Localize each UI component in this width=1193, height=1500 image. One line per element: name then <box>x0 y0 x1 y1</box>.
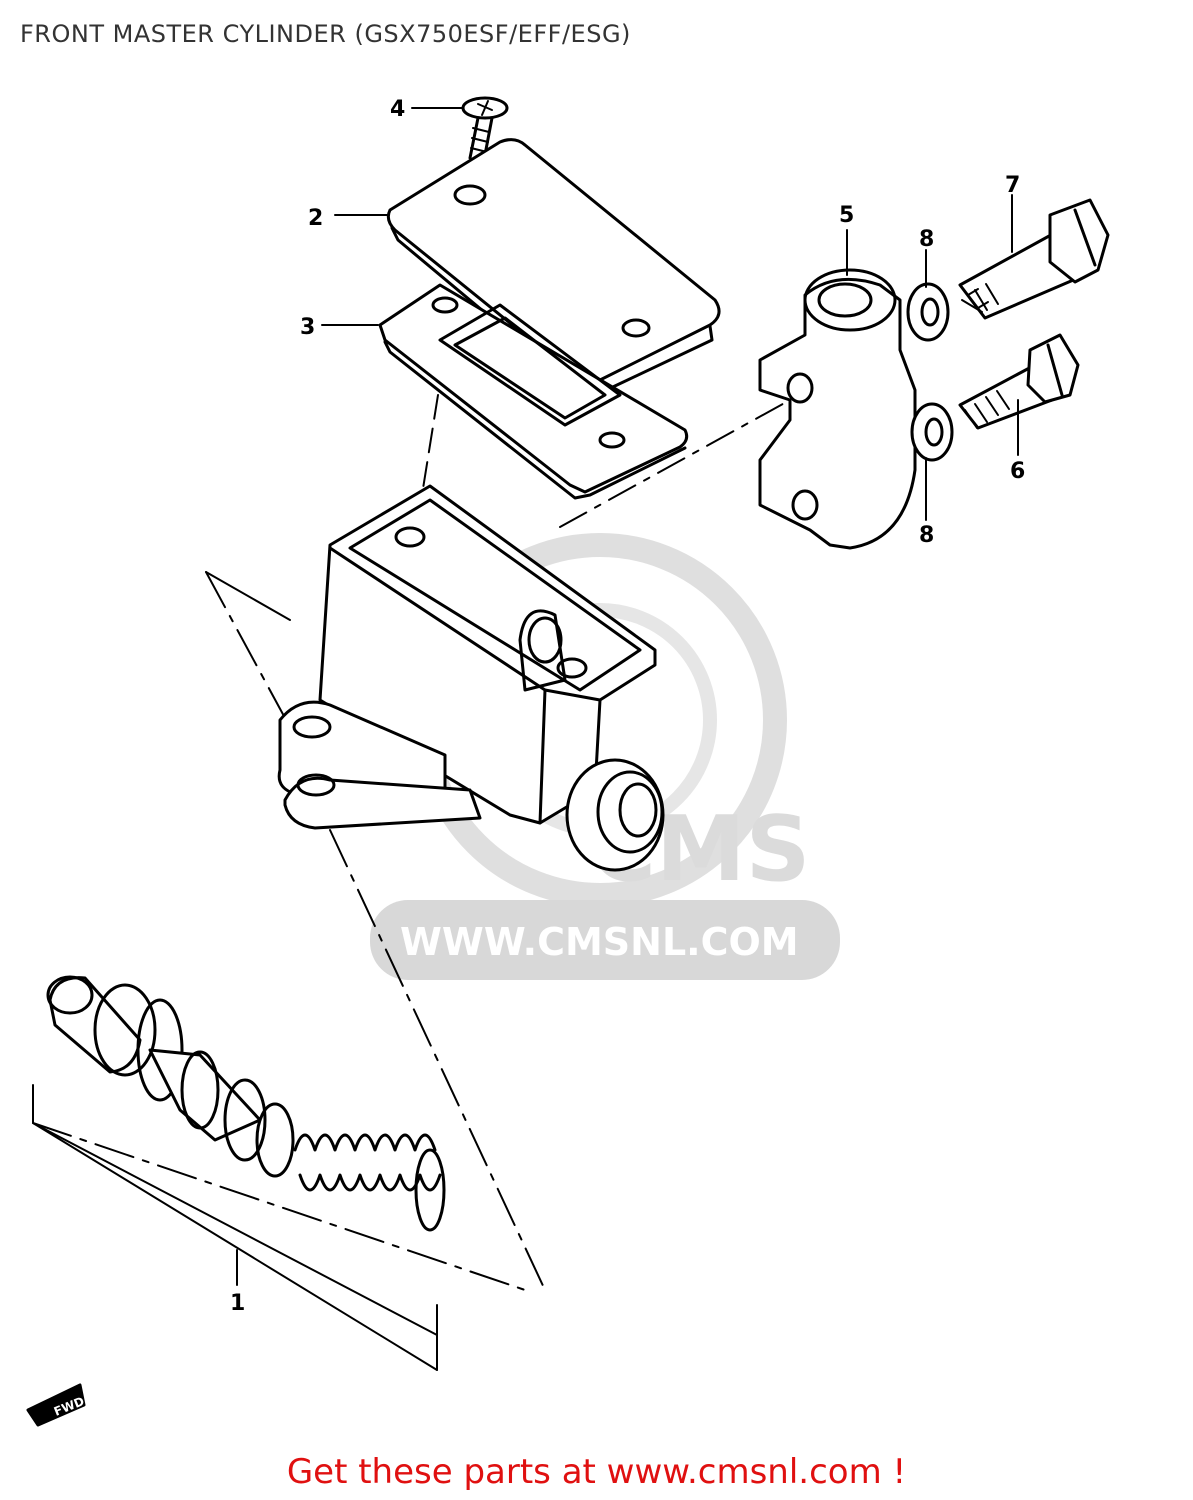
washer-8-bottom <box>910 402 954 462</box>
diaphragm-plate-3 <box>378 283 689 500</box>
washer-8-top <box>906 282 950 342</box>
callout-4: 4 <box>390 97 405 122</box>
callout-1: 1 <box>230 1291 245 1316</box>
footer-link[interactable]: Get these parts at www.cmsnl.com ! <box>286 1452 907 1492</box>
fwd-arrow-icon <box>26 1383 86 1427</box>
handlebar-clamp-5 <box>758 268 917 550</box>
page-title: FRONT MASTER CYLINDER (GSX750ESF/EFF/ESG… <box>20 20 631 48</box>
callout-3: 3 <box>300 315 315 340</box>
leader-lines <box>321 107 1019 521</box>
callout-8-top: 8 <box>919 227 934 252</box>
part-1-bracket <box>32 1084 438 1371</box>
alignment-lines <box>32 394 791 1291</box>
callout-2: 2 <box>308 206 323 231</box>
callout-7: 7 <box>1005 173 1020 198</box>
bolt-6 <box>958 333 1080 430</box>
callout-8-bottom: 8 <box>919 523 934 548</box>
callout-6: 6 <box>1010 459 1025 484</box>
piston-assembly-1 <box>46 975 446 1232</box>
callout-5: 5 <box>839 203 854 228</box>
master-cylinder-body <box>277 484 665 872</box>
bolt-7 <box>958 198 1110 320</box>
watermark-url: WWW.CMSNL.COM <box>400 920 799 964</box>
